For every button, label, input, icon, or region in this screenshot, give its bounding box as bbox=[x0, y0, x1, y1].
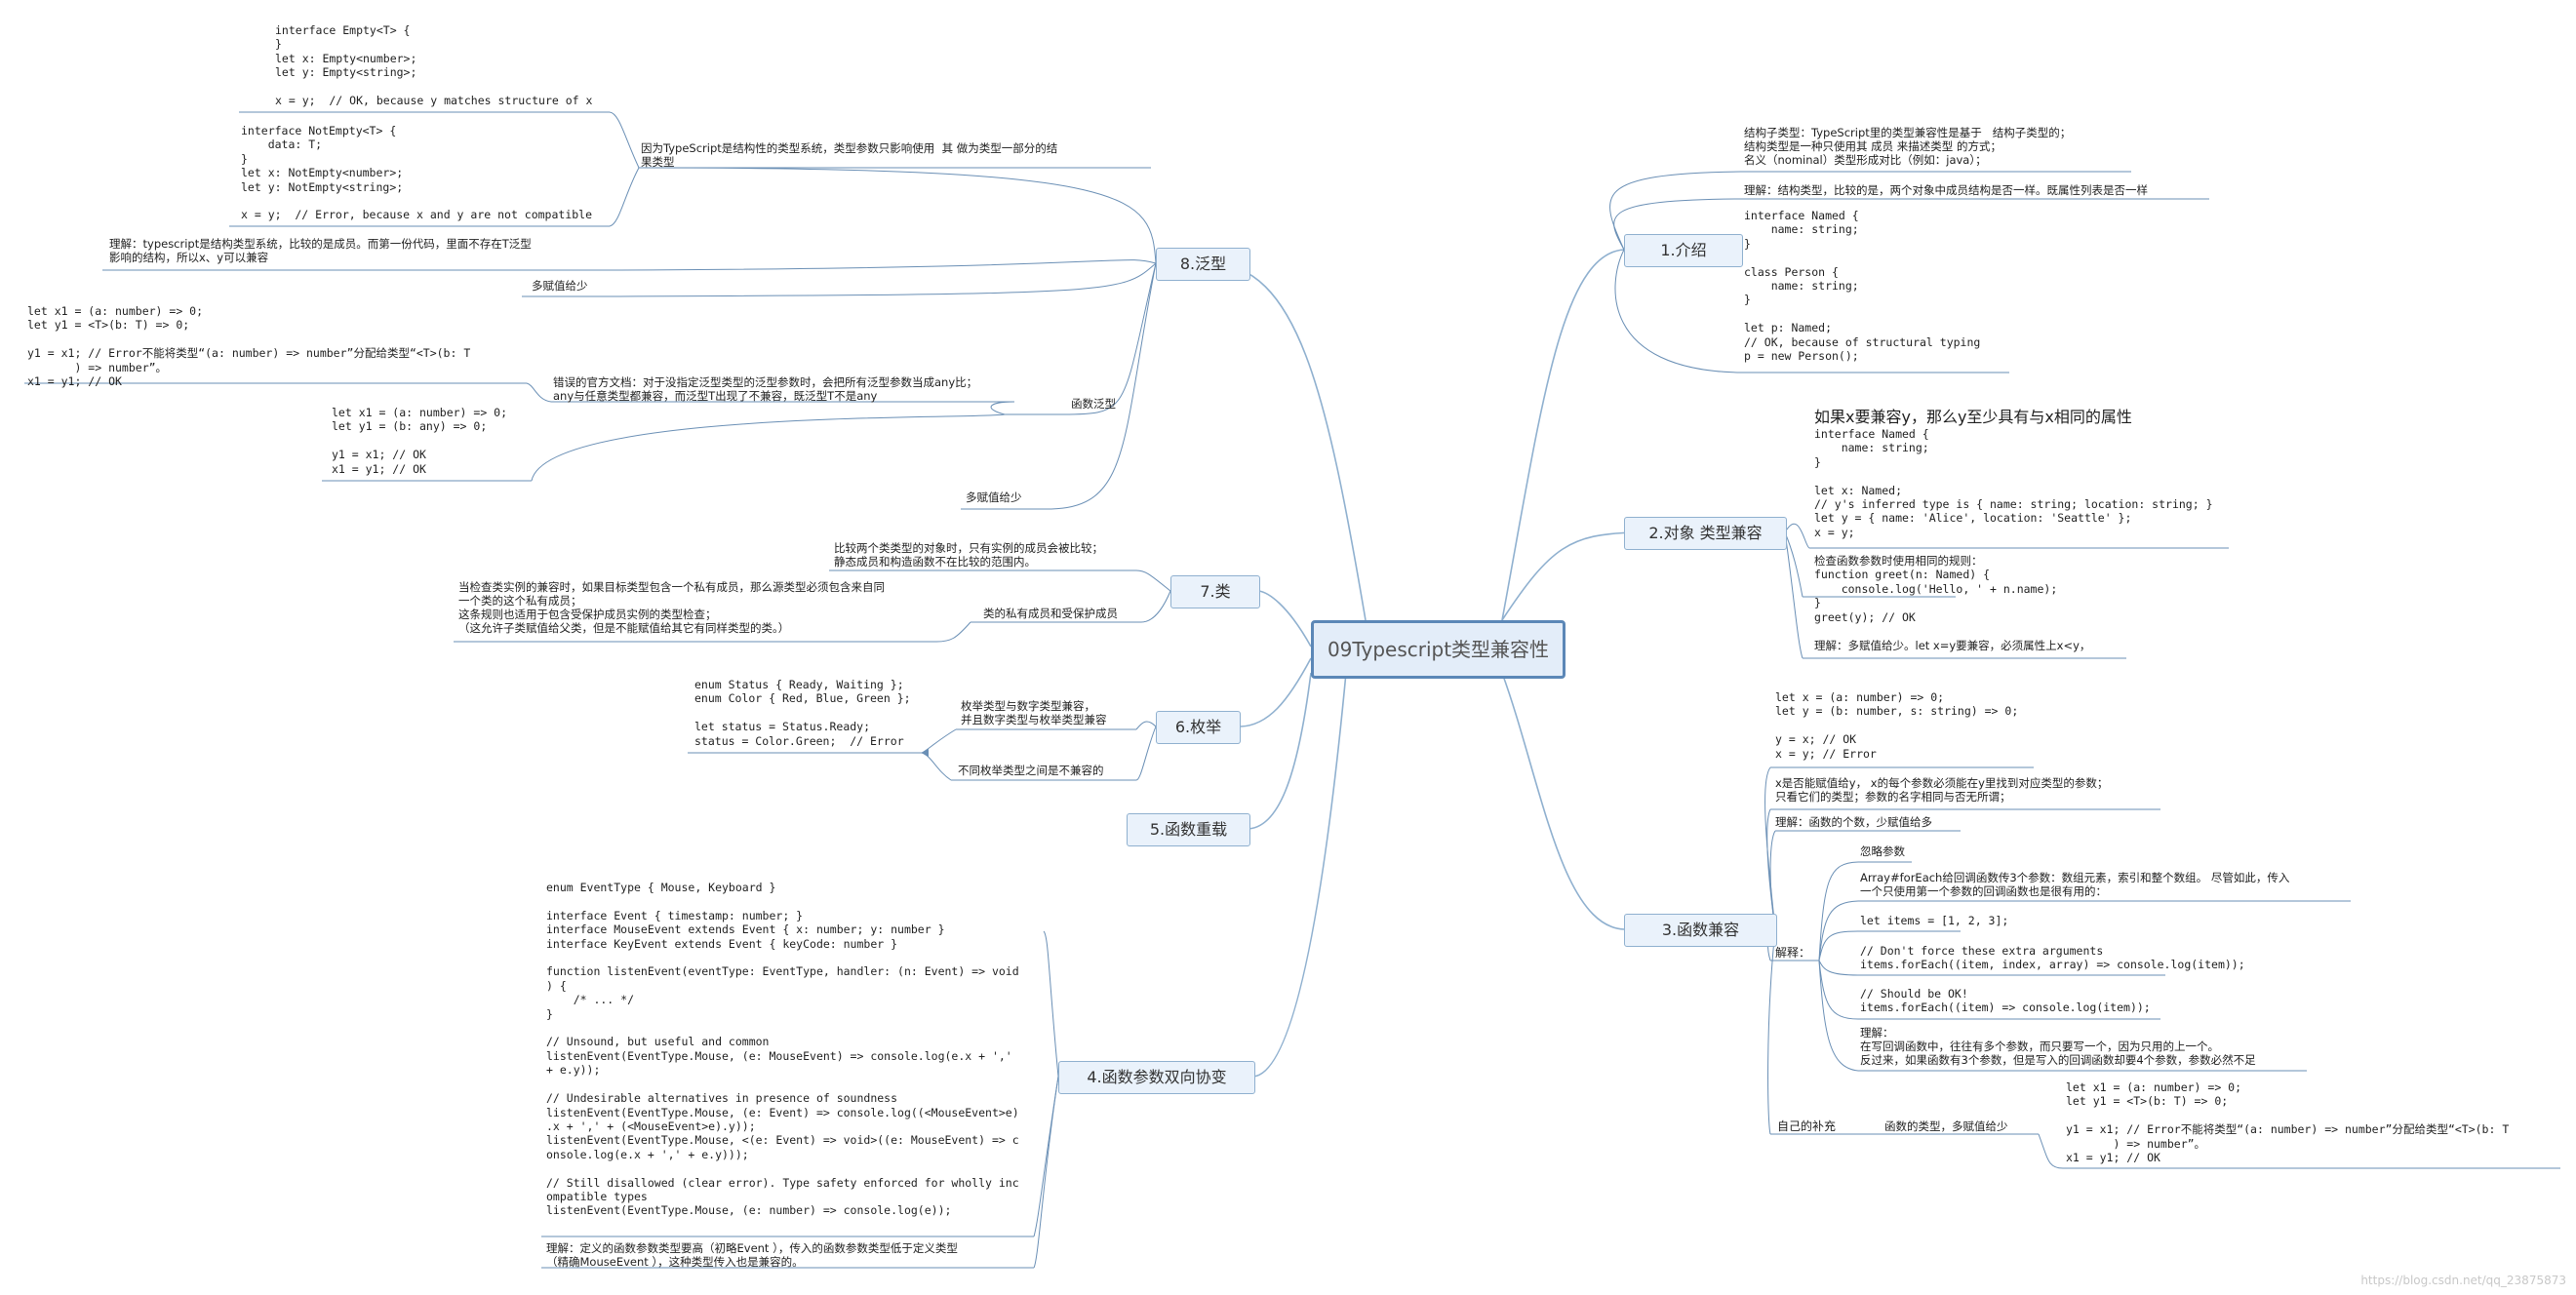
generic-notempty-code: interface NotEmpty<T> { data: T; } let x… bbox=[241, 124, 593, 222]
intro-understand: 理解：结构类型，比较的是，两个对象中成员结构是否一样。既属性列表是否一样 bbox=[1744, 183, 2148, 197]
link-b1 bbox=[1501, 249, 1625, 621]
intro-code: interface Named { name: string; } class … bbox=[1744, 209, 1981, 364]
function-compat-explain: 解释： bbox=[1775, 946, 1811, 960]
enum-compat-number: 枚举类型与数字类型兼容， 并且数字类型与枚举类型兼容 bbox=[961, 699, 1107, 726]
generic-more-to-less: 多赋值给少 bbox=[532, 279, 588, 293]
link-b2 bbox=[1501, 531, 1635, 621]
branch-enum[interactable]: 6.枚举 bbox=[1156, 711, 1241, 744]
supplement-code: let x1 = (a: number) => 0; let y1 = <T>(… bbox=[2066, 1080, 2510, 1165]
object-compat-heading: 如果x要兼容y，那么y至少具有与x相同的属性 bbox=[1814, 408, 2132, 426]
branch-generic[interactable]: 8.泛型 bbox=[1156, 248, 1250, 281]
branch-function-compat[interactable]: 3.函数兼容 bbox=[1624, 914, 1777, 947]
generic-fg-code1: let x1 = (a: number) => 0; let y1 = <T>(… bbox=[27, 304, 471, 389]
generic-empty-code: interface Empty<T> { } let x: Empty<numb… bbox=[275, 23, 593, 108]
class-private-note: 当检查类实例的兼容时，如果目标类型包含一个私有成员，那么源类型必须包含来自同 一… bbox=[458, 580, 885, 635]
enum-code: enum Status { Ready, Waiting }; enum Col… bbox=[694, 678, 911, 748]
intro-structural-note: 结构子类型：TypeScript里的类型兼容性是基于 结构子类型的； 结构类型是… bbox=[1744, 126, 2072, 167]
explain-foreach: Array#forEach给回调函数传3个参数：数组元素，索引和整个数组。 尽管… bbox=[1860, 871, 2290, 898]
central-topic[interactable]: 09Typescript类型兼容性 bbox=[1311, 620, 1565, 679]
generic-function-generic: 函数泛型 bbox=[1071, 397, 1116, 411]
bivariance-understand: 理解：定义的函数参数类型要高（初略Event ），传入的函数参数类型低于定义类型… bbox=[546, 1241, 958, 1269]
branch-class[interactable]: 7.类 bbox=[1170, 575, 1260, 608]
supplement-return-type: 函数的类型，多赋值给少 bbox=[1884, 1119, 2008, 1133]
object-compat-code: interface Named { name: string; } let x:… bbox=[1814, 427, 2213, 539]
link-b6 bbox=[1240, 657, 1312, 727]
branch-param-bivariance[interactable]: 4.函数参数双向协变 bbox=[1058, 1061, 1255, 1094]
link-b8 bbox=[1209, 262, 1367, 621]
explain-ignore-params: 忽略参数 bbox=[1860, 844, 1905, 858]
object-compat-check: 检查函数参数时使用相同的规则： function greet(n: Named)… bbox=[1814, 554, 2058, 624]
link-b3 bbox=[1501, 672, 1625, 930]
explain-understand: 理解： 在写回调函数中，往往有多个参数，而只要写一个，因为只用的上一个。 反过来… bbox=[1860, 1026, 2256, 1067]
explain-items: let items = [1, 2, 3]; bbox=[1860, 914, 2009, 927]
explain-dont-force: // Don't force these extra arguments ite… bbox=[1860, 944, 2245, 972]
generic-more-to-less-2: 多赋值给少 bbox=[966, 491, 1022, 504]
bivariance-code: enum EventType { Mouse, Keyboard } inter… bbox=[546, 881, 1019, 1218]
enum-incompat: 不同枚举类型之间是不兼容的 bbox=[958, 764, 1104, 777]
link-b5 bbox=[1246, 672, 1312, 830]
watermark: https://blog.csdn.net/qq_23875873 bbox=[2360, 1274, 2566, 1287]
function-compat-understand: 理解：函数的个数，少赋值给多 bbox=[1775, 815, 1932, 829]
branch-object-compat[interactable]: 2.对象 类型兼容 bbox=[1624, 517, 1787, 550]
class-compare: 比较两个类类型的对象时，只有实例的成员会被比较； 静态成员和构造函数不在比较的范… bbox=[834, 541, 1103, 569]
function-compat-supplement: 自己的补充 bbox=[1777, 1119, 1837, 1133]
generic-understand: 理解：typescript是结构类型系统，比较的是成员。而第一份代码，里面不存在… bbox=[109, 237, 532, 264]
generic-official-doc: 错误的官方文档：对于没指定泛型类型的泛型参数时，会把所有泛型参数当成any比； … bbox=[553, 375, 978, 403]
explain-should-ok: // Should be OK! items.forEach((item) =>… bbox=[1860, 987, 2151, 1015]
generic-fg-code2: let x1 = (a: number) => 0; let y1 = (b: … bbox=[332, 406, 508, 476]
class-private-members: 类的私有成员和受保护成员 bbox=[983, 607, 1118, 620]
function-compat-note: x是否能赋值给y， x的每个参数必须能在y里找到对应类型的参数； 只看它们的类型… bbox=[1775, 776, 2109, 804]
branch-intro[interactable]: 1.介绍 bbox=[1624, 234, 1743, 267]
link-b7 bbox=[1257, 590, 1312, 648]
branch-overload[interactable]: 5.函数重载 bbox=[1127, 813, 1250, 846]
object-compat-understand: 理解：多赋值给少。let x=y要兼容，必须属性上x<y， bbox=[1814, 639, 2091, 652]
link-b4 bbox=[1252, 672, 1347, 1078]
generic-reason: 因为TypeScript是结构性的类型系统，类型参数只影响使用 其 做为类型一部… bbox=[641, 141, 1058, 169]
function-compat-code: let x = (a: number) => 0; let y = (b: nu… bbox=[1775, 690, 2019, 761]
